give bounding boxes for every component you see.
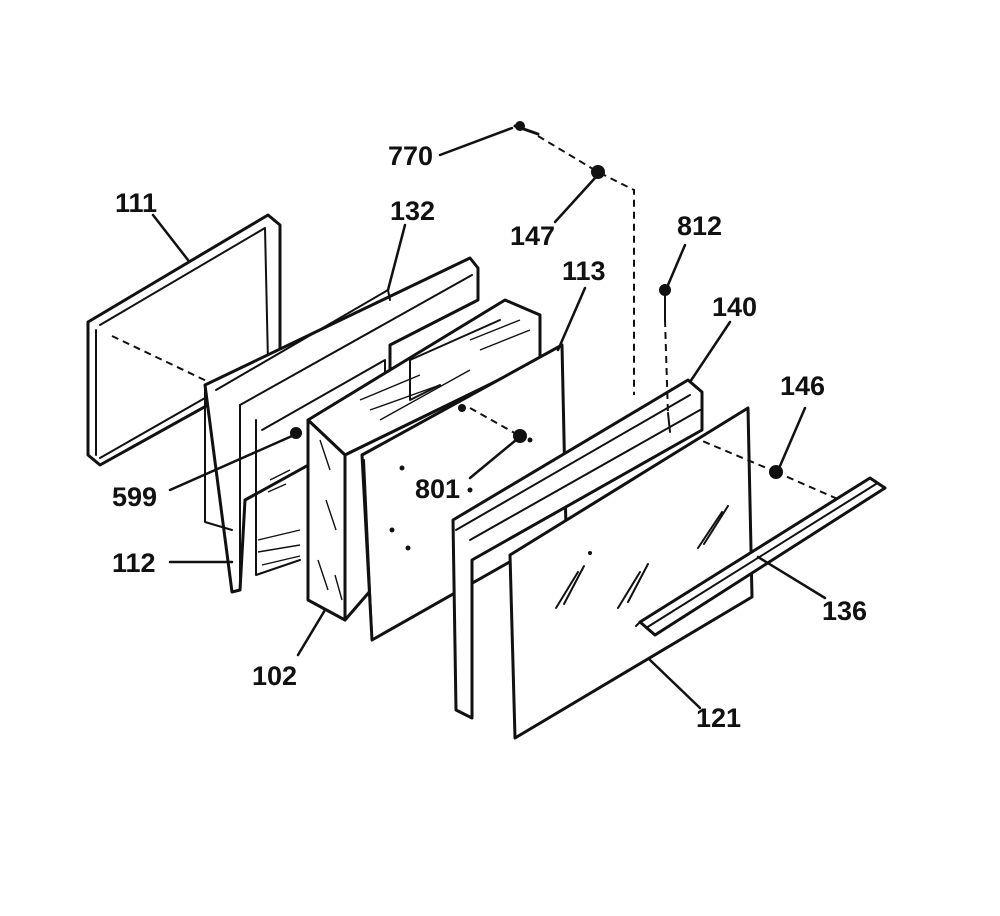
callout-121: 121 — [696, 703, 741, 733]
callout-132: 132 — [390, 196, 435, 226]
callout-812: 812 — [677, 211, 722, 241]
screw-812 — [659, 284, 671, 321]
callout-140: 140 — [712, 292, 757, 322]
callout-801: 801 — [415, 474, 460, 504]
callout-136: 136 — [822, 596, 867, 626]
callout-770: 770 — [388, 141, 433, 171]
assembly-lines — [469, 135, 841, 501]
part-121-outer-glass — [508, 406, 754, 740]
callout-112: 112 — [112, 548, 156, 578]
callout-102: 102 — [252, 661, 297, 691]
callout-labels: 770 111 132 147 812 113 140 146 599 801 … — [112, 141, 867, 733]
callout-111: 111 — [115, 188, 157, 218]
part-140-outer-frame — [451, 378, 704, 720]
callout-599: 599 — [112, 482, 157, 512]
part-136-handle — [635, 476, 887, 637]
callout-147: 147 — [510, 221, 555, 251]
screw-147 — [591, 165, 605, 179]
callout-113: 113 — [562, 256, 606, 286]
screw-770 — [513, 121, 540, 136]
callout-146: 146 — [780, 371, 825, 401]
leader-lines — [151, 126, 827, 710]
